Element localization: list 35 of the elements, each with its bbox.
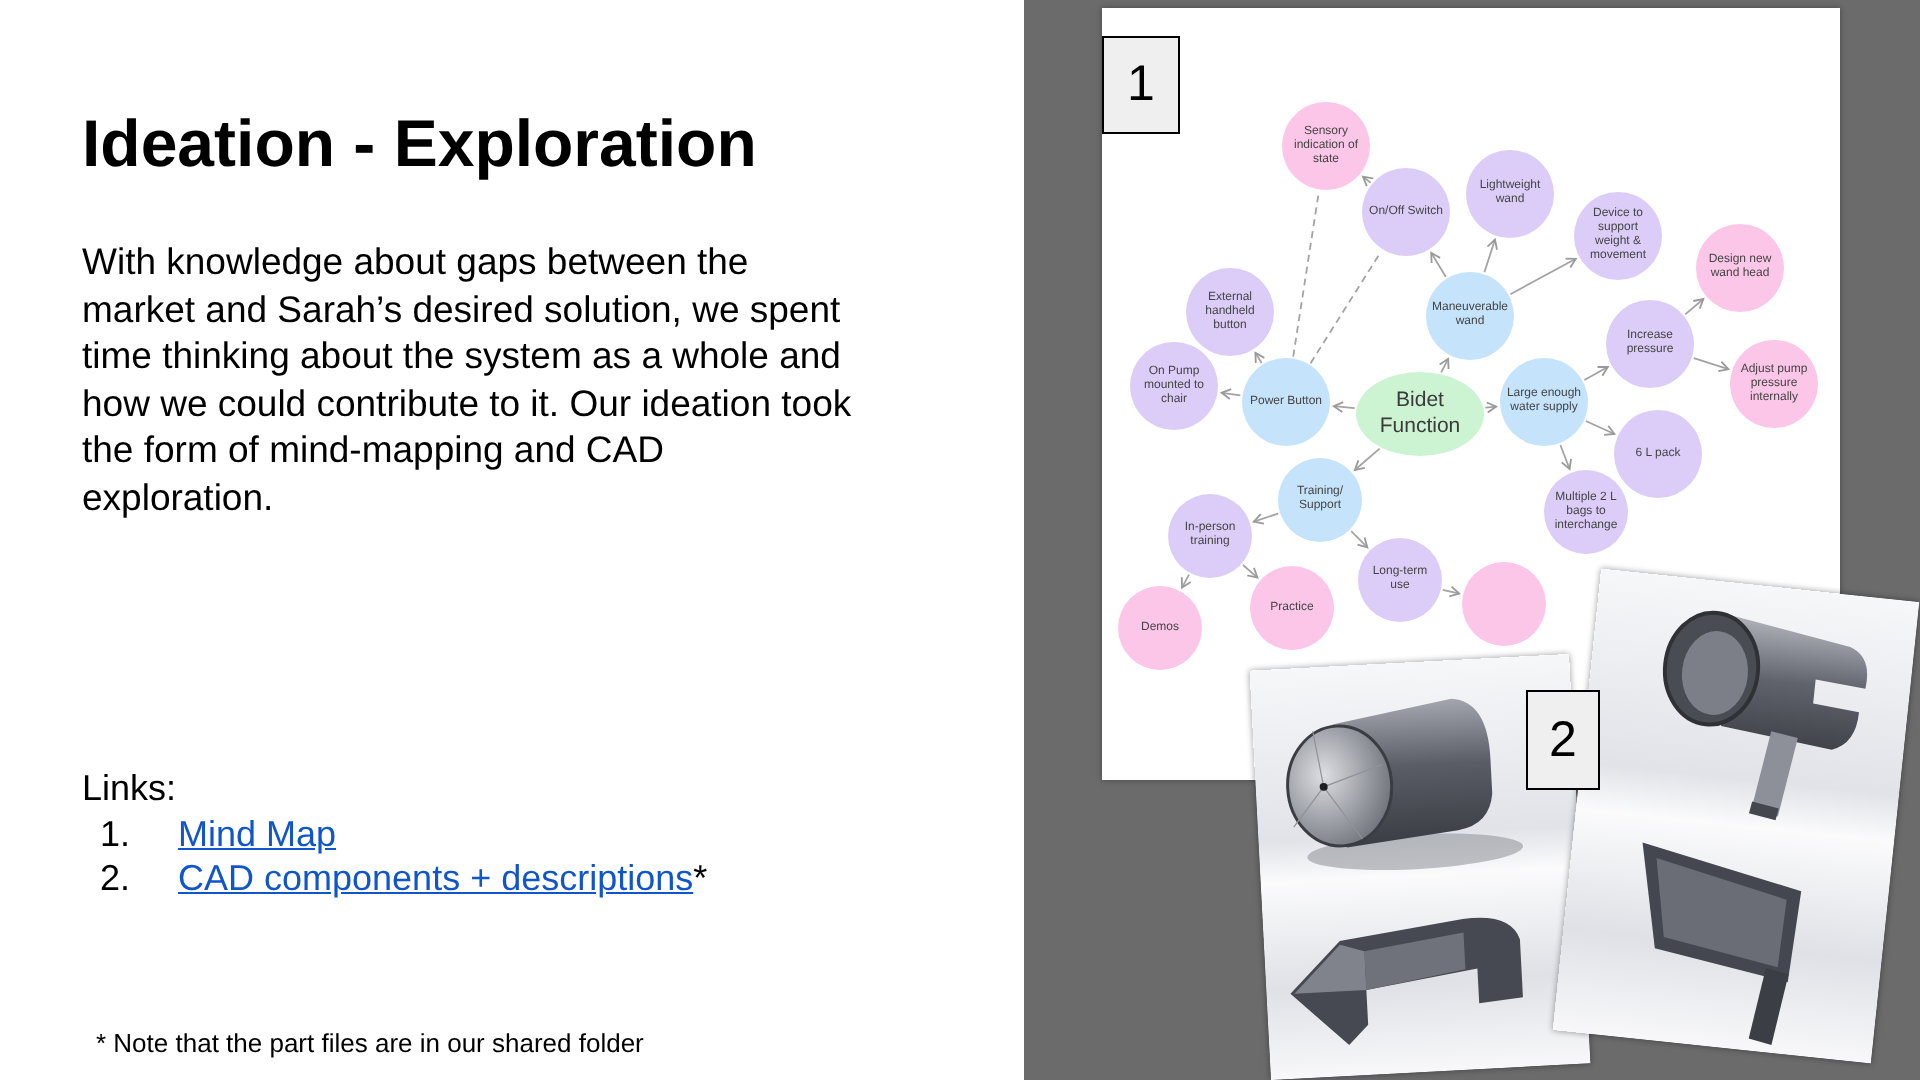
list-number: 2. [100,858,131,898]
arrow [1353,447,1381,471]
arrow [1350,530,1369,549]
arrow [1220,388,1242,400]
arrow [1362,175,1375,188]
callout-number: 1 [1102,36,1180,134]
central-idea-bubble: Bidet Function [1356,372,1484,456]
dashed-connector-line [1292,192,1320,358]
list-number: 1. [100,814,131,854]
footnote-mark: * [693,858,708,898]
footnote: * Note that the part files are in our shared folder [96,1028,644,1058]
arrow [1332,401,1356,413]
links-heading: Links: [82,768,177,808]
arrow [1254,351,1266,364]
arrow [1441,585,1461,598]
arrow [1692,357,1730,373]
link: CAD components + descriptions [178,858,694,898]
slide-title: Ideation - Exploration [82,106,757,182]
arrow [1438,357,1450,374]
arrow [1584,420,1616,436]
link: Mind Map [178,814,337,854]
arrow [1483,238,1498,274]
arrow [1430,251,1447,278]
arrow [1252,512,1280,525]
arrow [1180,573,1192,589]
arrow [1559,444,1572,470]
empty-idea-bubble [1462,562,1546,646]
callout-number: 2 [1526,690,1600,790]
arrow [1242,564,1259,579]
arrow [1484,401,1498,414]
body-paragraph: With knowledge about gaps between the market and Sarah’s desired solution, we spent time thinking about the system as a whole and how we could contribute to it. Our ideation took the form of mind-mapping and CAD exploration. [82,238,854,520]
dashed-connector-line [1309,251,1382,365]
arrow [1684,298,1705,316]
arrow [1509,257,1577,296]
arrow [1583,366,1609,381]
